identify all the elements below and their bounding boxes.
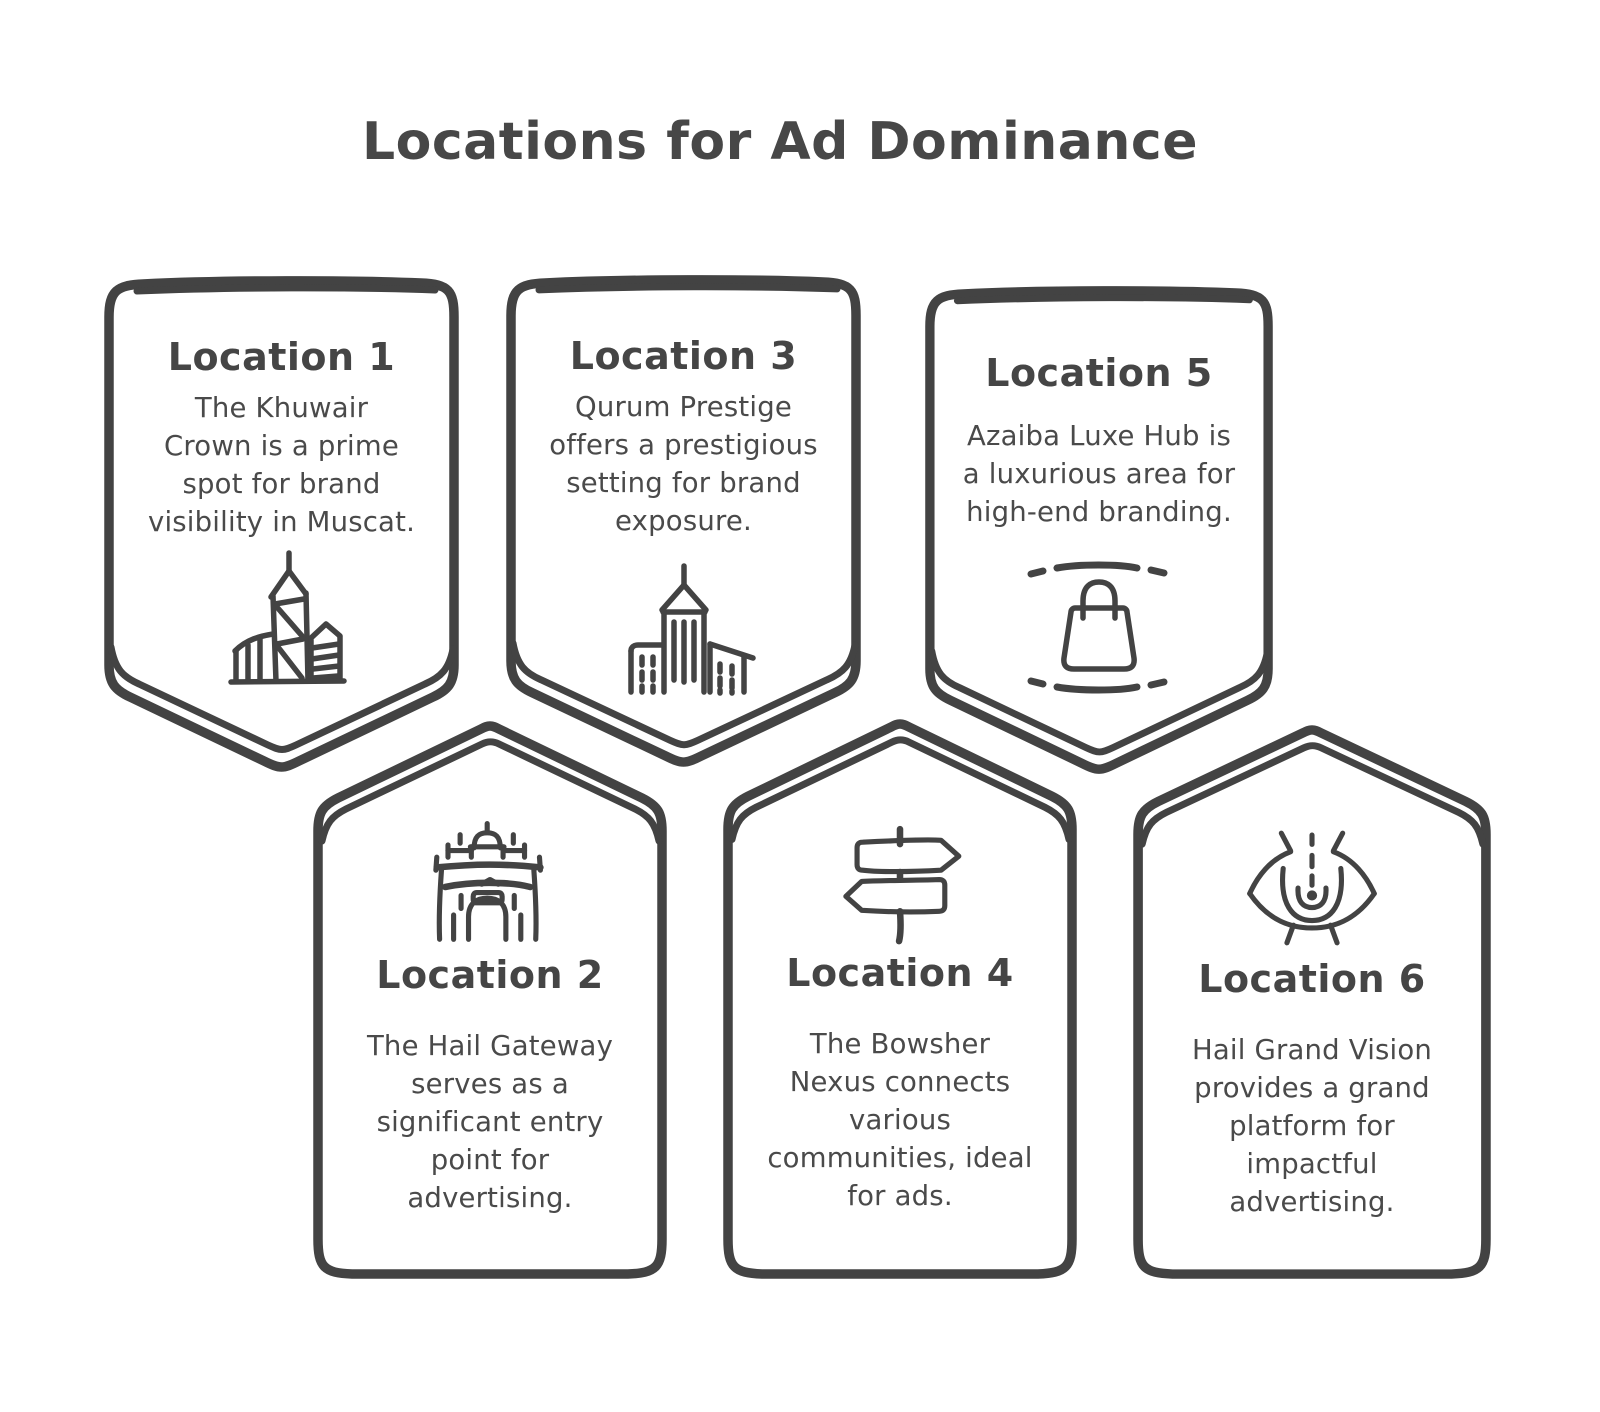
banner-outline: [925, 286, 1273, 774]
location-1-card: Location 1 The Khuwair Crown is a prime …: [103, 276, 460, 779]
card-text: The Khuwair Crown is a prime spot for br…: [147, 392, 416, 538]
house-outline: [1133, 725, 1491, 1279]
house-outline: [723, 719, 1077, 1279]
card-title: Location 1: [167, 335, 396, 379]
card-text: Hail Grand Vision provides a grand platf…: [1191, 1034, 1433, 1218]
card-title: Location 5: [985, 351, 1213, 395]
gateway-arch-icon: [433, 820, 544, 942]
card-title: Location 2: [376, 953, 604, 997]
house-outline: [313, 721, 667, 1279]
card-title: Location 6: [1198, 957, 1426, 1001]
shopping-bag-icon: [1027, 561, 1168, 694]
location-4-card: Location 4 The Bowsher Nexus connects va…: [722, 717, 1078, 1281]
signpost-icon: [843, 825, 962, 945]
city-skyline-icon: [627, 563, 756, 696]
page-title: Locations for Ad Dominance: [361, 112, 1199, 172]
banner-outline: [506, 275, 861, 767]
location-5-card: Location 5 Azaiba Luxe Hub is a luxuriou…: [924, 286, 1274, 781]
location-3-card: Location 3 Qurum Prestige offers a prest…: [505, 275, 862, 774]
card-text: Qurum Prestige offers a prestigious sett…: [549, 391, 818, 537]
location-2-card: Location 2 The Hail Gateway serves as a …: [312, 719, 668, 1281]
eye-visibility-icon: [1247, 830, 1377, 946]
card-text: The Bowsher Nexus connects various commu…: [767, 1028, 1033, 1212]
card-title: Location 3: [569, 334, 798, 378]
card-text: Azaiba Luxe Hub is a luxurious area for …: [962, 420, 1236, 528]
location-6-card: Location 6 Hail Grand Vision provides a …: [1132, 723, 1492, 1281]
card-text: The Hail Gateway serves as a significant…: [366, 1030, 614, 1214]
banner-outline: [104, 276, 459, 772]
city-buildings-icon: [227, 550, 347, 685]
card-title: Location 4: [786, 951, 1014, 995]
